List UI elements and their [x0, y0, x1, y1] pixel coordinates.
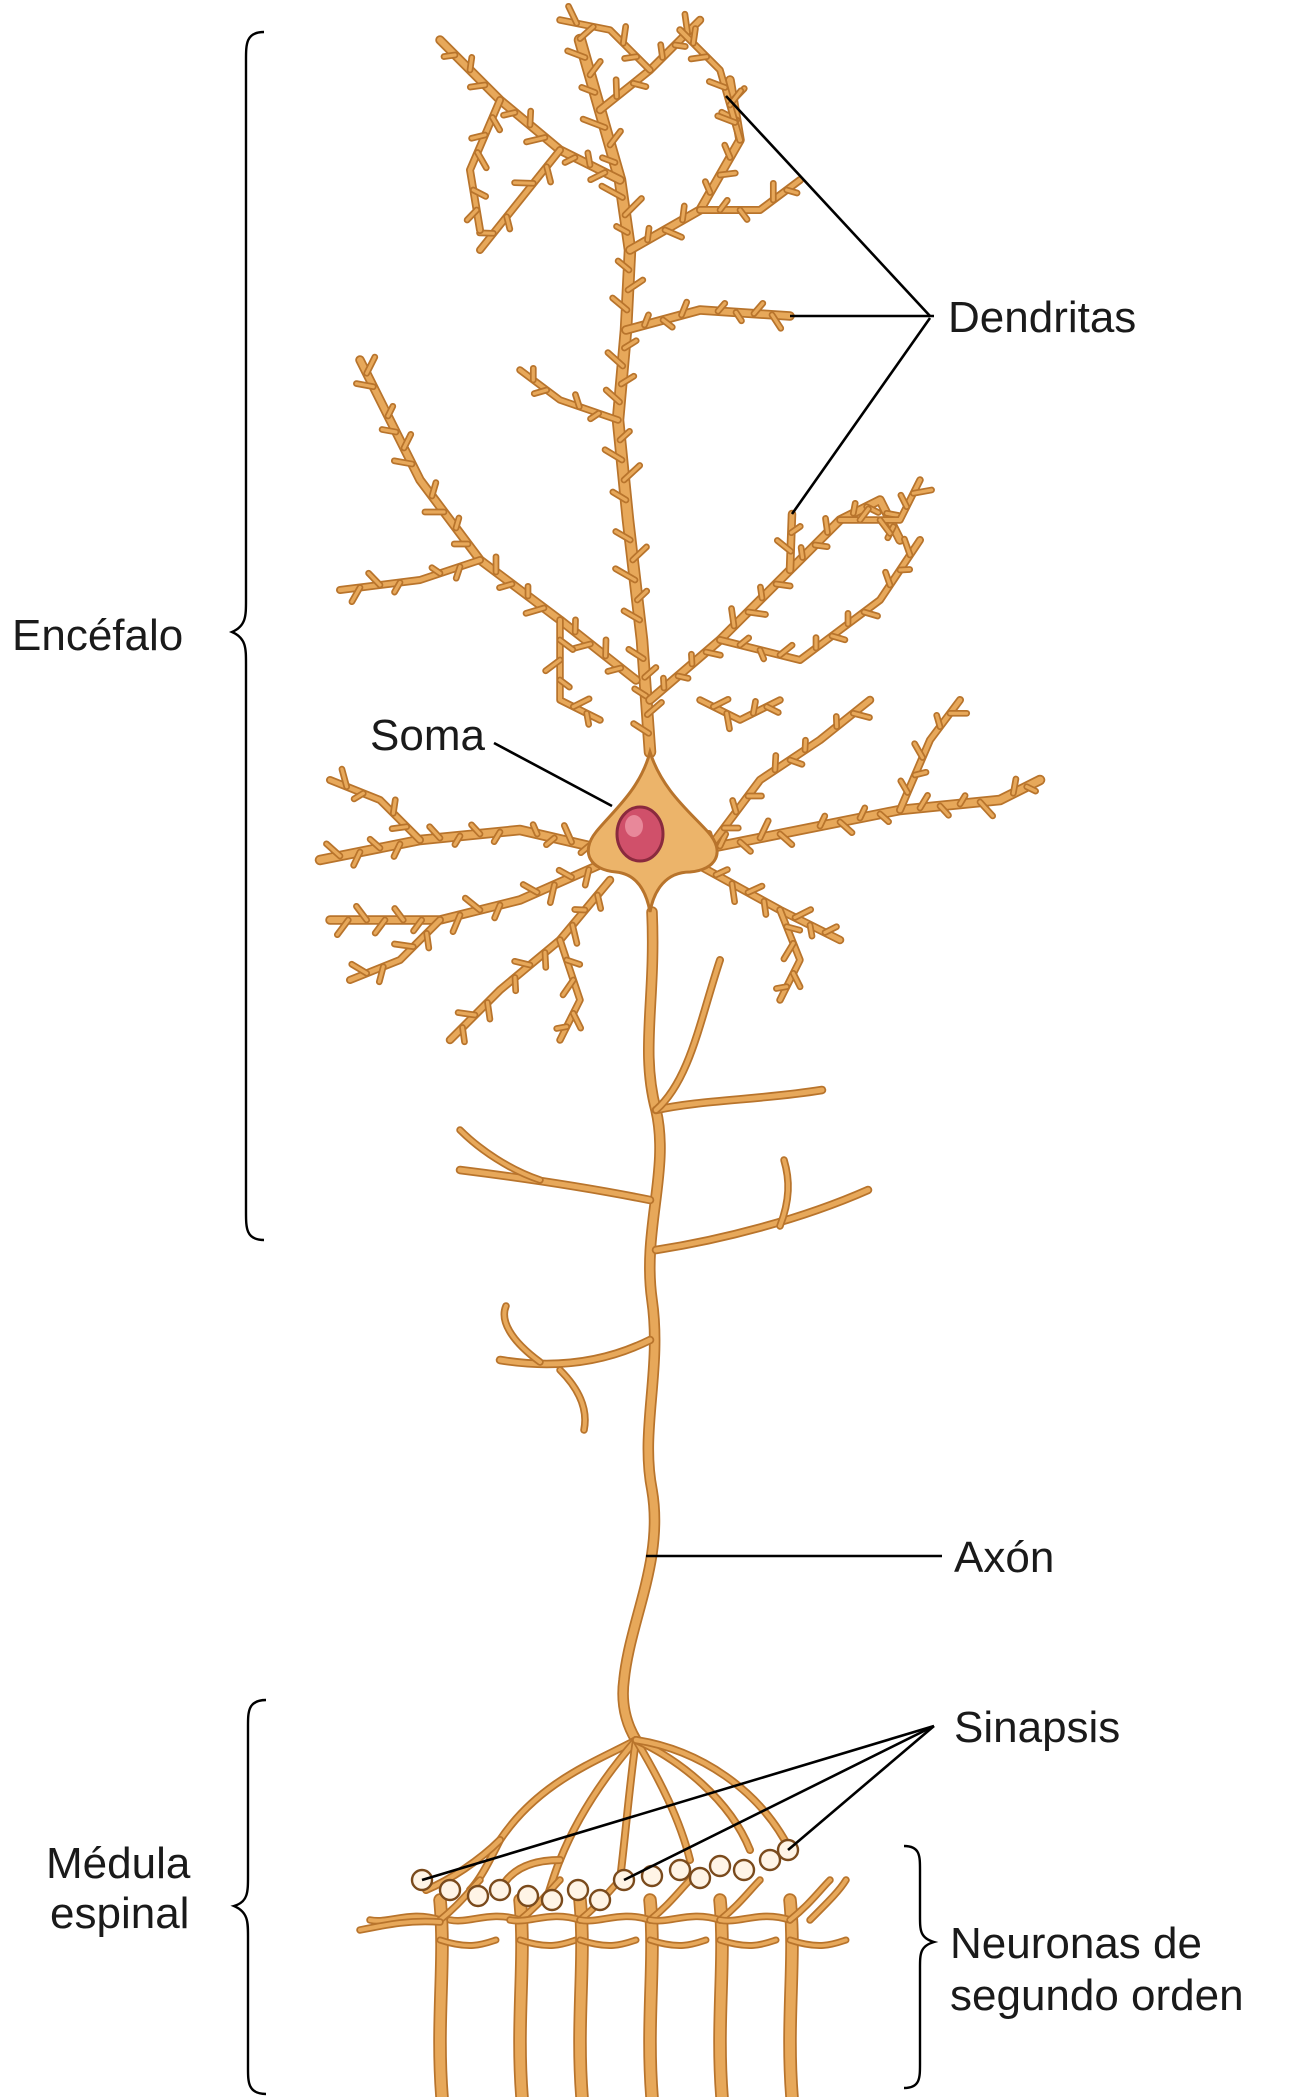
basal-right-5-spine	[775, 756, 776, 771]
basal-left-5-spine	[575, 910, 585, 911]
basal-left-4-spine	[427, 933, 429, 948]
oblique-right-1-spine	[678, 676, 688, 678]
basal-left-5-spine	[463, 1028, 465, 1042]
apical-branch-2-spine	[616, 80, 617, 97]
oblique-right-3-spine	[900, 570, 910, 571]
soma-leader	[494, 743, 612, 806]
basal-left-2-spine	[392, 827, 407, 829]
synapse-terminal-3	[468, 1886, 488, 1906]
dendrite-leader-3	[792, 318, 930, 514]
oblique-right-3-outline	[720, 540, 920, 660]
basal-right-3-spine	[810, 925, 812, 936]
oblique-right-1-spine	[663, 678, 664, 688]
second-order-neuron-5	[720, 1900, 722, 2097]
apical-branch-8	[560, 20, 650, 70]
second-order-neuron-2	[520, 1900, 522, 2097]
axon-collateral-3	[460, 1170, 650, 1200]
oblique-right-1-spine	[776, 584, 790, 586]
basal-left-6-spine	[557, 1027, 567, 1029]
basal-right-4-spine	[776, 987, 786, 989]
synapse-terminal-14	[734, 1860, 754, 1880]
second-order-neuron-6	[790, 1900, 792, 2097]
brain-brace	[232, 32, 264, 1240]
second-order-label-line1: Neuronas de	[950, 1919, 1202, 1968]
oblique-right-1-spine	[887, 513, 899, 515]
second-order-neuron-3	[580, 1900, 582, 2097]
apical-branch-1-spine	[444, 55, 455, 57]
synapse-terminal-6	[542, 1890, 562, 1910]
second-order-brace	[904, 1846, 934, 2088]
second-order-label-line2: segundo orden	[950, 1971, 1244, 2020]
apical-branch-5-spine	[515, 183, 534, 184]
oblique-right-1-spine	[826, 518, 828, 532]
oblique-left-3-spine	[587, 713, 589, 724]
second-order-neuron-1	[440, 1900, 442, 2097]
basal-left-2-spine	[393, 800, 395, 814]
oblique-right-1-spine	[853, 503, 855, 513]
synapse-terminal-2	[440, 1880, 460, 1900]
apical-branch-3-spine	[648, 228, 650, 240]
synapse-terminal-5	[518, 1886, 538, 1906]
synapse-terminal-7	[568, 1880, 588, 1900]
brain-label: Encéfalo	[12, 611, 183, 660]
dendrites-label: Dendritas	[948, 293, 1136, 342]
apical-branch-1-spine	[588, 153, 590, 165]
synapse-terminal-13	[710, 1856, 730, 1876]
synapse-terminal-4	[490, 1880, 510, 1900]
apical-branch-1-spine	[530, 111, 531, 125]
apical-branch-1-spine	[470, 85, 485, 87]
spinal-cord-label-line1: Médula	[46, 1839, 191, 1888]
oblique-right-1	[650, 500, 900, 700]
apical-branch-3-spine	[683, 206, 685, 220]
axon-collateral-5-outline	[656, 1190, 868, 1250]
basal-right-3-spine	[764, 901, 766, 914]
apical-branch-2-spine	[661, 45, 663, 58]
oblique-right-2	[790, 514, 792, 570]
synapse-terminal-11	[670, 1860, 690, 1880]
basal-right-3	[700, 866, 840, 940]
nucleolus-highlight	[625, 815, 643, 837]
second-order-neuron-4	[650, 1900, 652, 2097]
axon-collateral-1	[656, 1090, 822, 1110]
apical-branch-9-spine	[693, 29, 695, 44]
apical-branch-1-spine	[470, 57, 472, 70]
apical-branch-3	[630, 80, 740, 250]
apical-branch-8-spine	[625, 57, 637, 59]
basal-right-5-spine	[805, 740, 806, 750]
axon-collateral-2-outline	[656, 960, 720, 1110]
oblique-right-1-spine	[801, 548, 802, 558]
basal-left-2-outline	[330, 780, 420, 840]
oblique-right-5-spine	[753, 701, 755, 713]
soma-label: Soma	[370, 711, 485, 760]
oblique-right-1-spine	[815, 545, 827, 547]
axon-label: Axón	[954, 1533, 1054, 1582]
oblique-right-1-spine	[691, 654, 692, 664]
spinal-cord-label-line2: espinal	[50, 1889, 189, 1938]
basal-left-5-spine	[545, 953, 546, 968]
synapse-terminal-8	[590, 1890, 610, 1910]
braces	[232, 32, 934, 2094]
spinal-cord-brace	[234, 1700, 266, 2094]
synapse-terminal-15	[760, 1850, 780, 1870]
neuron-drawing	[320, 6, 1040, 2097]
basal-left-5-spine	[515, 978, 516, 991]
apical-branch-3-spine	[720, 173, 735, 175]
oblique-right-1-spine	[760, 587, 762, 598]
apical-branch-2-spine	[675, 45, 685, 47]
synapse-label: Sinapsis	[954, 1703, 1120, 1752]
synapse-terminal-12	[690, 1868, 710, 1888]
apical-branch-9-spine	[691, 57, 707, 59]
